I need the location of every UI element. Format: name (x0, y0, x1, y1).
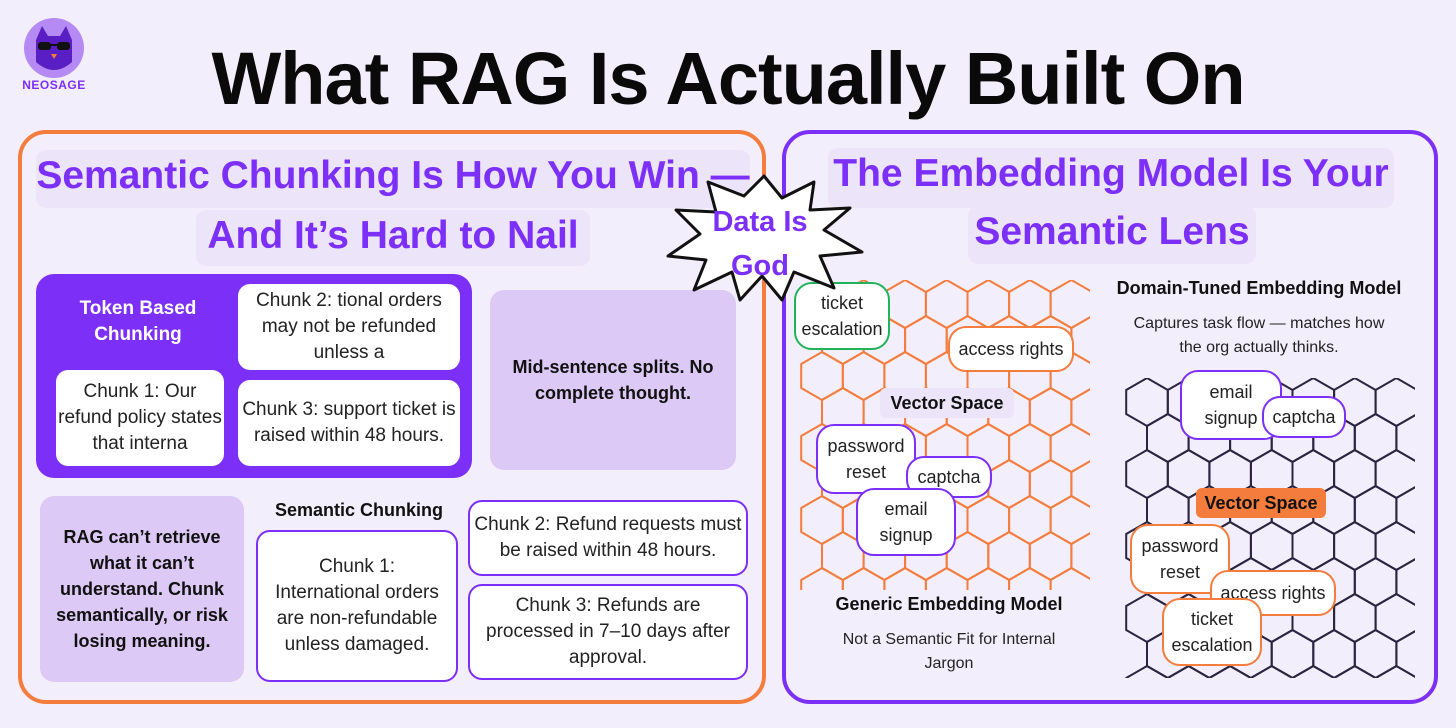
hexagon-cell (1008, 566, 1052, 590)
semantic-chunking-label: Semantic Chunking (274, 500, 444, 520)
hexagon-cell (1028, 458, 1073, 510)
generic-vector-space-label: Vector Space (880, 388, 1014, 418)
left-heading-line2: And It’s Hard to Nail (196, 210, 590, 266)
semantic-chunk-1: Chunk 1: International orders are non-re… (256, 530, 458, 682)
left-heading-line1: Semantic Chunking Is How You Win — (36, 150, 750, 208)
generic-term-access-rights: access rights (948, 326, 1074, 372)
generic-term-email-signup: email signup (856, 488, 956, 556)
hexagon-cell (1008, 422, 1052, 474)
token-chunk-2: Chunk 2: tional orders may not be refund… (236, 282, 462, 372)
tuned-model-title: Domain-Tuned Embedding Model (1116, 278, 1402, 298)
generic-model-caption: Not a Semantic Fit for Internal Jargon (842, 631, 1056, 672)
burst-line-2: God (731, 250, 789, 282)
hexagon-cell (1353, 484, 1398, 536)
hexagon-cell (1008, 494, 1052, 546)
burst-line-1: Data Is (712, 206, 808, 238)
tuned-term-captcha: captcha (1262, 396, 1346, 438)
hexagon-cell (966, 494, 1011, 546)
left-panel (18, 130, 766, 704)
hexagon-cell (904, 314, 948, 366)
hexagon-cell (987, 458, 1031, 510)
hexagon-cell (1353, 412, 1398, 464)
hexagon-cell (1312, 628, 1356, 678)
owl-logo-icon (24, 18, 84, 78)
semantic-chunk-3: Chunk 3: Refunds are processed in 7–10 d… (468, 584, 748, 680)
hexagon-cell (966, 280, 1011, 330)
hexagon-cell (1270, 628, 1315, 678)
hexagon-cell (1049, 566, 1090, 590)
hexagon-cell (841, 566, 886, 590)
hexagon-cell (1166, 664, 1211, 678)
tuned-vector-space-label: Vector Space (1196, 488, 1326, 518)
hexagon-cell (883, 280, 927, 330)
brand-name: NEOSAGE (22, 78, 86, 92)
hexagon-cell (1353, 628, 1398, 678)
brand-logo (22, 18, 86, 100)
token-chunk-1: Chunk 1: Our refund policy states that i… (54, 368, 226, 468)
semantic-chunking-note: RAG can’t retrieve what it can’t underst… (40, 496, 244, 682)
hexagon-cell (924, 566, 969, 590)
generic-term-captcha: captcha (906, 456, 992, 498)
token-chunk-3: Chunk 3: support ticket is raised within… (236, 378, 462, 468)
hexagon-cell (1028, 530, 1073, 582)
hexagon-cell (987, 530, 1031, 582)
tuned-model-caption: Captures task flow — matches how the org… (1133, 315, 1385, 356)
hexagon-cell (883, 566, 927, 590)
generic-term-ticket-escalation: ticket escalation (794, 282, 890, 350)
hexagon-cell (800, 494, 844, 546)
hexagon-cell (1333, 448, 1377, 500)
hexagon-cell (1208, 664, 1252, 678)
hexagon-cell (924, 280, 969, 330)
hexagon-cell (1008, 280, 1052, 330)
hexagon-cell (1291, 520, 1336, 572)
hexagon-cell (1125, 378, 1169, 428)
hexagon-cell (1125, 448, 1169, 500)
hexagon-cell (1333, 664, 1377, 678)
page-title: What RAG Is Actually Built On (211, 37, 1245, 120)
hexagon-cell (1125, 664, 1169, 678)
hexagon-cell (1291, 664, 1336, 678)
hexagon-cell (841, 350, 886, 402)
hexagon-cell (800, 566, 844, 590)
burst-shape-icon (666, 174, 864, 302)
hexagon-cell (1353, 556, 1398, 608)
generic-model-title: Generic Embedding Model (835, 594, 1063, 614)
tuned-term-ticket-escalation: ticket escalation (1162, 598, 1262, 666)
generic-term-password-reset: password reset (816, 424, 916, 494)
tuned-term-email-signup: email signup (1180, 370, 1282, 440)
semantic-chunk-2: Chunk 2: Refund requests must be raised … (468, 500, 748, 576)
right-panel (782, 130, 1438, 704)
hexagon-cell (1333, 592, 1377, 644)
hexagon-cell (966, 566, 1011, 590)
hexagon-cell (1249, 520, 1294, 572)
token-chunking-label: Token Based Chunking (79, 298, 197, 345)
hexagon-cell (1333, 520, 1377, 572)
hexagon-cell (800, 350, 844, 402)
hexagon-cell (1374, 664, 1415, 678)
right-heading-line1: The Embedding Model Is Your (828, 148, 1394, 208)
hexagon-cell (1249, 664, 1294, 678)
hexagon-cell (1028, 386, 1073, 438)
right-heading-line2: Semantic Lens (968, 206, 1256, 264)
token-chunking-note: Mid-sentence splits. No complete thought… (490, 290, 736, 470)
